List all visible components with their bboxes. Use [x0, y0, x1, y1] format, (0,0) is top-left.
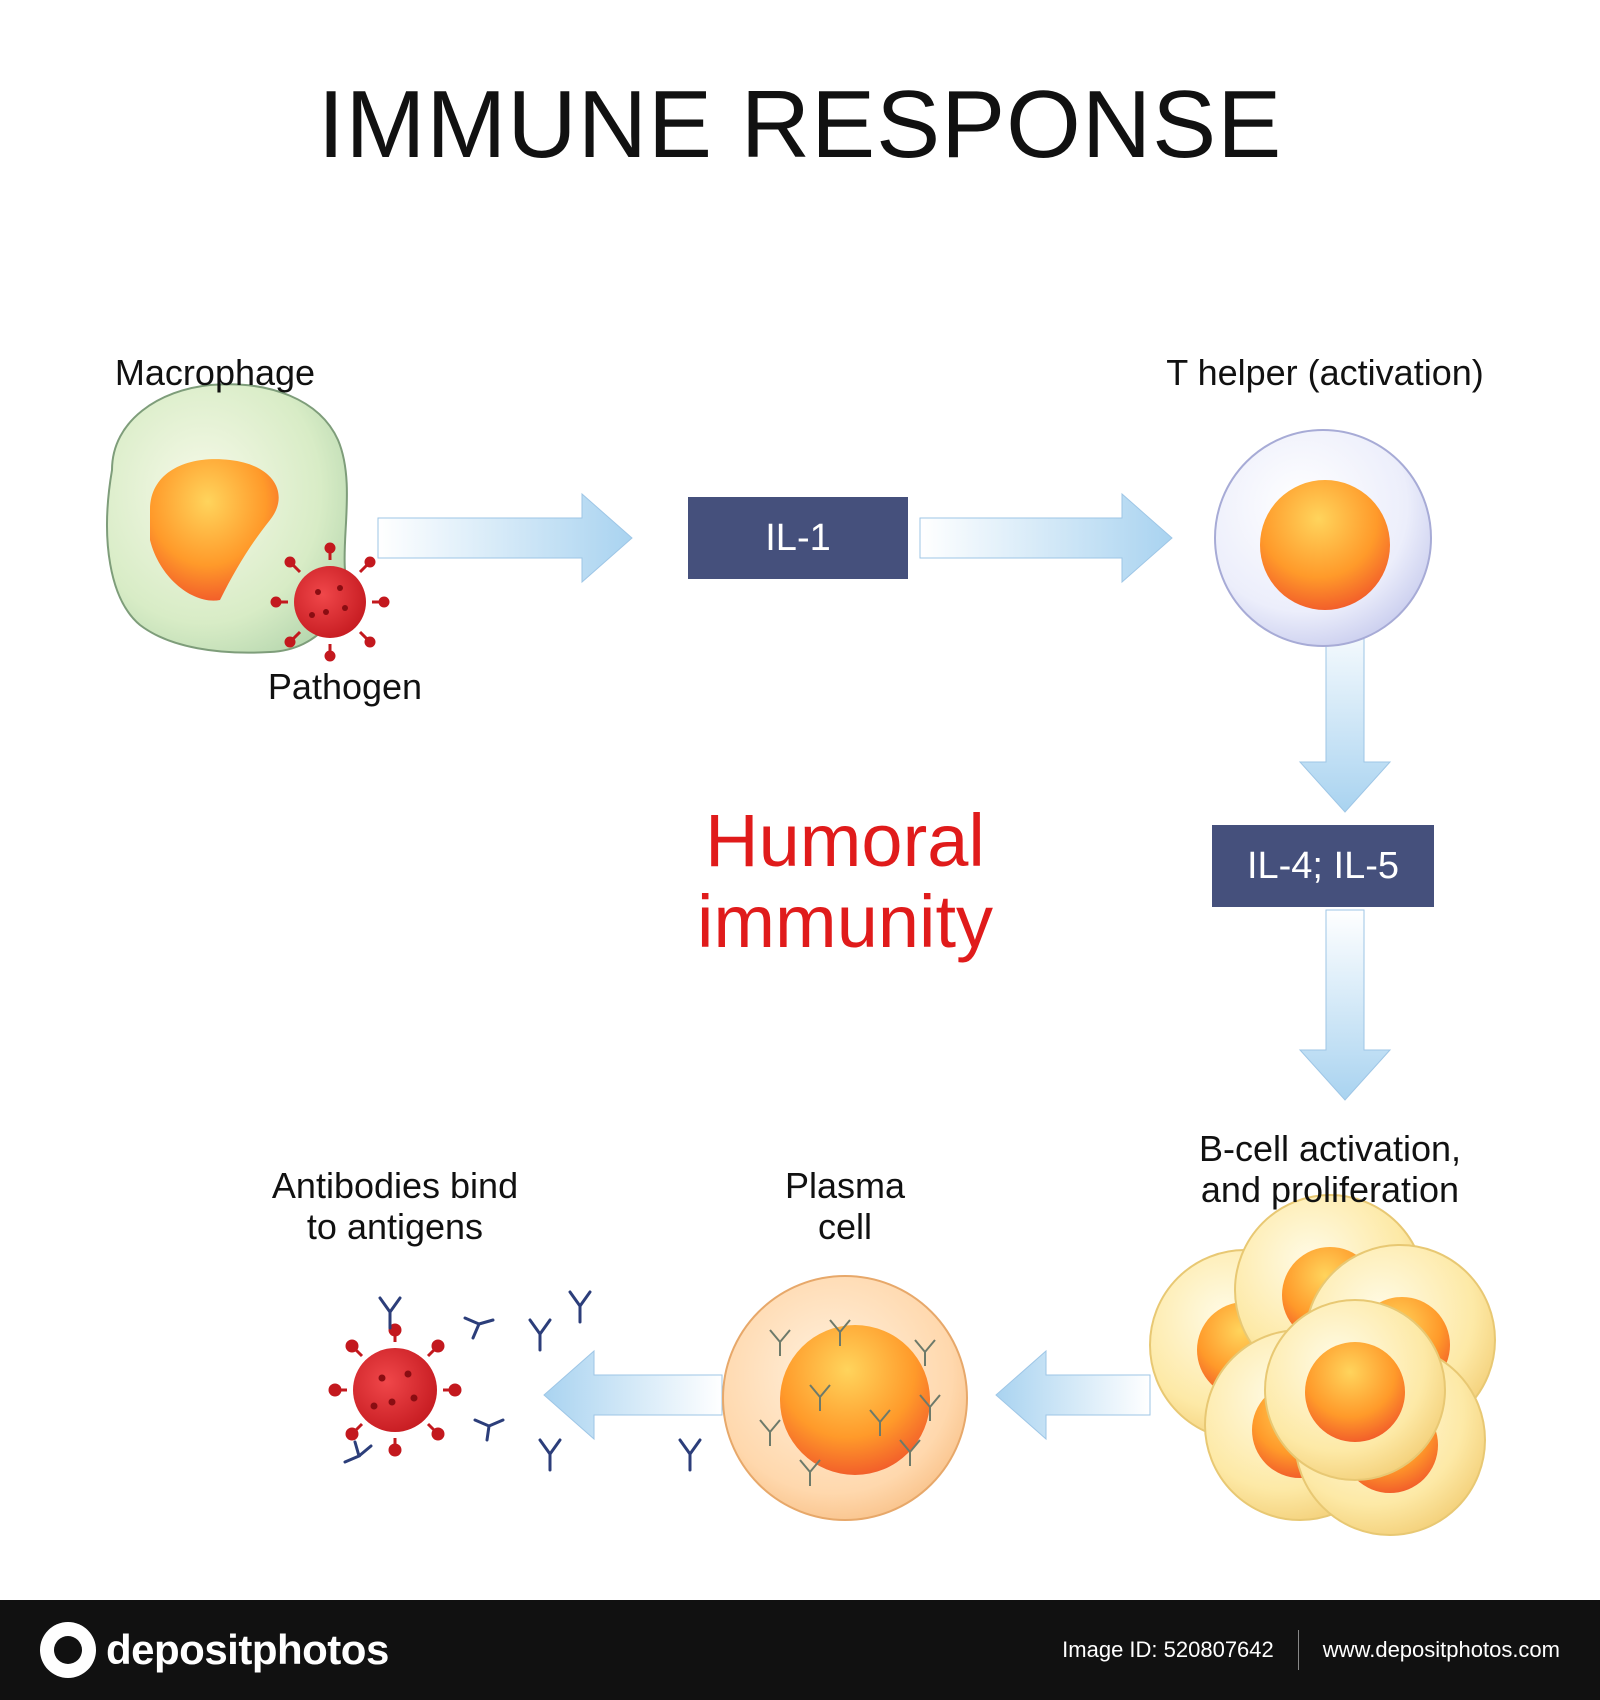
- humoral-line2: immunity: [696, 880, 994, 964]
- pathogen-icon: [270, 542, 390, 662]
- footer-divider: [1297, 1630, 1299, 1670]
- b-cell-label-line1: B-cell activation,: [1198, 1128, 1462, 1169]
- arrow-il1-to-thelper: [919, 492, 1173, 584]
- macrophage-label: Macrophage: [114, 352, 316, 393]
- arrow-bcell-to-plasma: [995, 1349, 1151, 1441]
- macrophage-cell: [106, 383, 348, 654]
- antibodies-label-line2: to antigens: [306, 1206, 484, 1248]
- plasma-label-line2: cell: [817, 1206, 873, 1248]
- image-id: Image ID: 520807642: [1062, 1637, 1274, 1662]
- il4-il5-label: IL-4; IL-5: [1246, 844, 1400, 887]
- arrow-macrophage-to-il1: [377, 492, 633, 584]
- camera-logo-icon: [40, 1622, 96, 1678]
- b-cell-label: B-cell activation, and proliferation: [1140, 1128, 1520, 1211]
- brand-logo[interactable]: depositphotos: [40, 1622, 389, 1678]
- antibodies-label: Antibodies bind to antigens: [240, 1165, 550, 1248]
- footer-meta: Image ID: 520807642 www.depositphotos.co…: [1062, 1600, 1560, 1700]
- il1-label: IL-1: [765, 516, 831, 559]
- plasma-cell-label: Plasma cell: [720, 1165, 970, 1248]
- humoral-immunity-label: Humoral immunity: [620, 800, 1070, 963]
- footer-bar: depositphotos Image ID: 520807642 www.de…: [0, 1600, 1600, 1700]
- page-title: IMMUNE RESPONSE: [317, 71, 1283, 178]
- t-helper-label: T helper (activation): [1166, 352, 1484, 393]
- t-helper-cell: [1214, 429, 1432, 647]
- arrow-il4-to-bcell: [1298, 909, 1392, 1101]
- plasma-label-line1: Plasma: [784, 1165, 906, 1206]
- b-cell-label-line2: and proliferation: [1200, 1169, 1460, 1211]
- antibodies-label-line1: Antibodies bind: [271, 1165, 519, 1206]
- brand-name: depositphotos: [106, 1626, 389, 1673]
- plasma-cell: [722, 1275, 968, 1521]
- pathogen-label: Pathogen: [267, 666, 423, 707]
- il4-il5-box: IL-4; IL-5: [1212, 825, 1434, 907]
- humoral-line1: Humoral: [705, 799, 985, 882]
- antigen-virus-icon: [328, 1323, 462, 1457]
- diagram-graphics: [106, 383, 1496, 1536]
- arrow-plasma-to-antibodies: [543, 1349, 723, 1441]
- site-url[interactable]: www.depositphotos.com: [1322, 1637, 1560, 1662]
- il1-box: IL-1: [688, 497, 908, 579]
- antibody-icons: [343, 1290, 702, 1472]
- diagram-canvas: IMMUNE RESPONSE Macrophage Pathogen T he…: [106, 71, 1520, 1536]
- b-cell-cluster: [1149, 1194, 1496, 1536]
